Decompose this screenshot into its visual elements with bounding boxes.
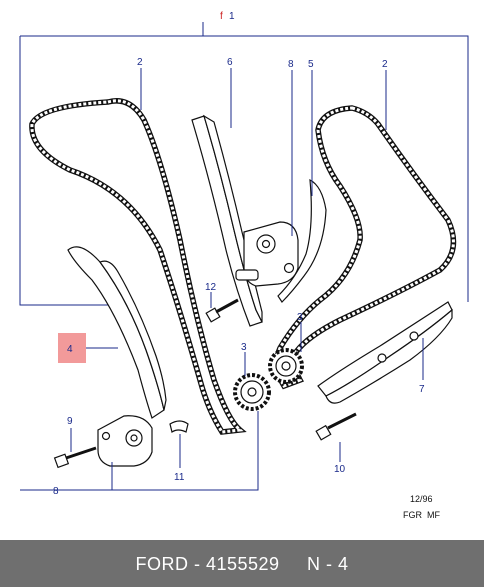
label-7: 7 [419,384,425,395]
chain-tensioner-lower [97,415,153,467]
sprocket-upper [268,348,304,384]
label-6: 6 [227,57,233,68]
code-note: FGR MF [403,510,440,520]
date-note: 12/96 [410,494,433,504]
bolt-9 [53,446,97,469]
tensioner-rail-face [99,260,167,411]
label-1-prefix: f [220,11,223,22]
spacer-11 [169,420,189,433]
label-8-upper: 8 [288,59,294,70]
left-timing-chain [29,98,247,435]
bolt-10 [315,412,357,441]
label-2-left: 2 [137,57,143,68]
label-4: 4 [67,344,73,355]
chain-tensioner [235,221,299,287]
leader-lines [66,22,424,491]
label-4-highlight [58,333,86,363]
footer-text: FORD - 4155529 N - 4 [135,554,348,574]
label-10: 10 [334,464,346,475]
label-9: 9 [67,416,73,427]
bolt-12 [205,298,239,323]
label-8-lower: 8 [53,486,59,497]
label-5: 5 [308,59,314,70]
label-3-lower: 3 [241,342,247,353]
lower-guide-rail [317,301,453,397]
label-12: 12 [205,282,217,293]
rail-mount-hole [377,353,387,363]
rail-mount-hole [409,331,419,341]
footer-bar [0,540,484,587]
label-2-right: 2 [382,59,388,70]
sprocket-lower [233,373,271,411]
label-1: 1 [229,11,235,22]
label-3-upper: 3 [297,312,303,323]
upper-guide-rail [277,178,327,303]
label-11: 11 [174,472,185,483]
